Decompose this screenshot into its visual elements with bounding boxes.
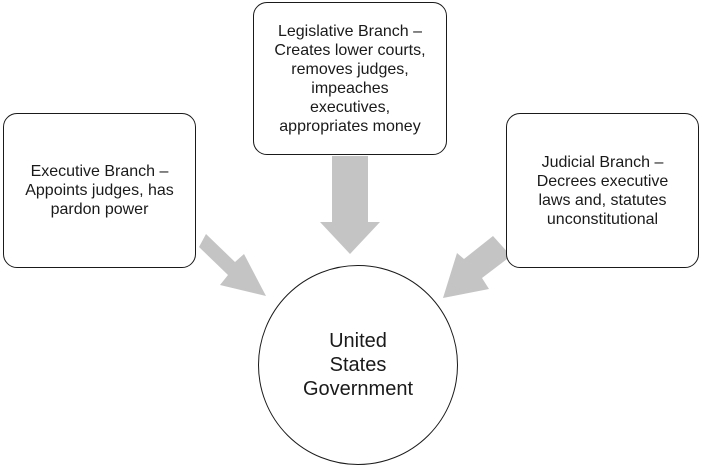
center-label: United States Government bbox=[302, 330, 414, 400]
united-states-government-circle: United States Government bbox=[258, 265, 458, 465]
arrow-judicial-to-center bbox=[443, 236, 511, 298]
judicial-branch-box: Judicial Branch – Decrees executive laws… bbox=[506, 113, 699, 268]
executive-branch-box: Executive Branch – Appoints judges, has … bbox=[3, 113, 196, 268]
arrow-legislative-to-center bbox=[320, 156, 380, 254]
legislative-branch-box: Legislative Branch – Creates lower court… bbox=[253, 2, 447, 155]
legislative-branch-text: Legislative Branch – Creates lower court… bbox=[274, 22, 426, 135]
judicial-branch-text: Judicial Branch – Decrees executive laws… bbox=[536, 153, 669, 228]
executive-branch-text: Executive Branch – Appoints judges, has … bbox=[25, 163, 174, 218]
arrow-executive-to-center bbox=[199, 234, 266, 296]
